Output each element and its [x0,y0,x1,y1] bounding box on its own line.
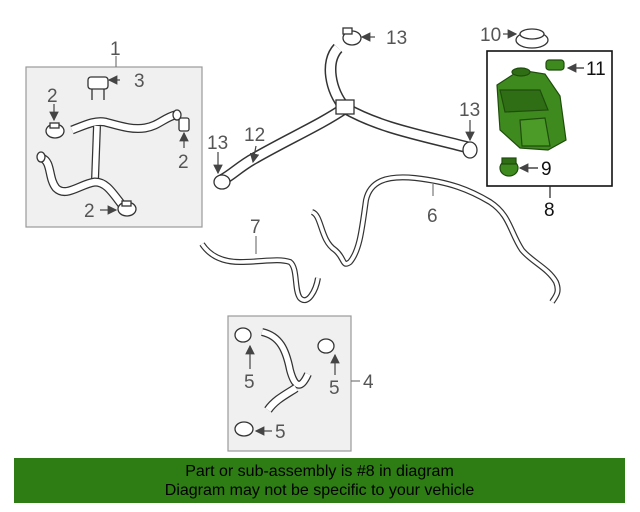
callout-13-right: 13 [459,100,480,121]
callout-1: 1 [110,39,121,60]
callout-9: 9 [541,159,552,180]
callout-5-right: 5 [329,378,340,399]
callout-8: 8 [544,200,555,221]
callout-2-bottom: 2 [84,201,95,222]
callout-13-top: 13 [386,28,407,49]
callout-10: 10 [480,25,501,46]
callout-5-upper-left: 5 [244,372,255,393]
callout-4: 4 [363,372,374,393]
hose-assembly-4 [234,327,335,437]
callout-3: 3 [134,71,145,92]
clamp-13-top [342,27,362,46]
coolant-reservoir-8 [496,59,567,177]
callout-12: 12 [244,125,265,146]
notice-banner: Part or sub-assembly is #8 in diagram Di… [14,458,625,503]
clamp-13-right [462,141,478,159]
hose-7 [199,242,321,303]
clamp-13-left [213,174,231,190]
notice-line-2: Diagram may not be specific to your vehi… [164,481,475,499]
callout-2-left: 2 [47,86,58,107]
reservoir-cap-10 [515,28,549,49]
hose-12 [219,43,472,186]
callout-2-right: 2 [178,152,189,173]
callout-6: 6 [427,206,438,227]
callout-5-bottom: 5 [275,422,286,443]
callout-11: 11 [586,59,606,80]
hose-assembly-1 [36,76,190,217]
notice-line-1: Part or sub-assembly is #8 in diagram [185,462,454,480]
callout-13-left: 13 [207,133,228,154]
hose-6 [310,174,561,304]
callout-7: 7 [250,217,261,238]
